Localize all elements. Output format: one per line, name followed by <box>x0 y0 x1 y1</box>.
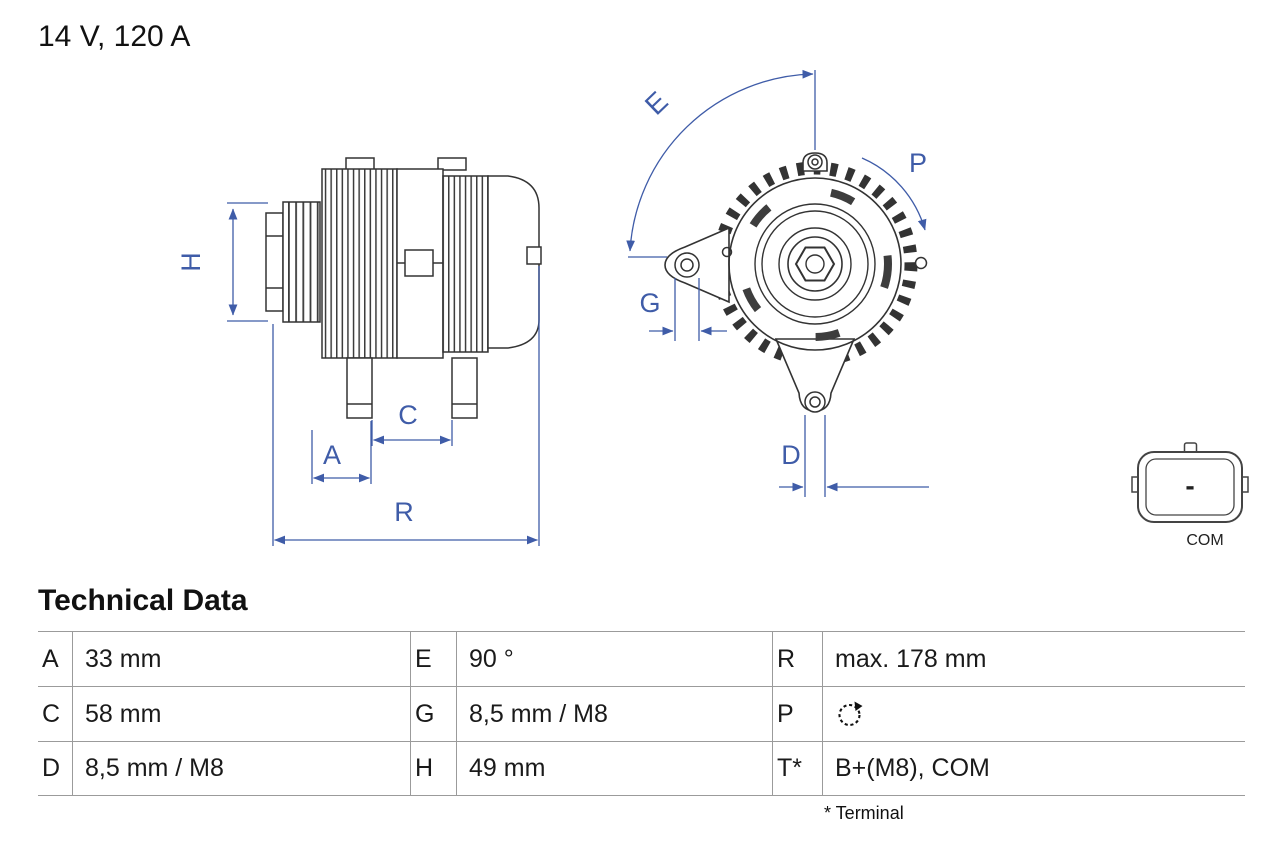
com-connector-icon: - COM <box>1131 442 1249 549</box>
dimension-label-p: P <box>909 148 927 178</box>
spec-value-a: 33 mm <box>72 631 410 686</box>
spec-value-h: 49 mm <box>456 741 772 796</box>
dimension-h: H <box>176 202 268 322</box>
dimension-label-c: C <box>398 400 418 430</box>
terminal-footnote: * Terminal <box>824 803 904 823</box>
spec-value-g: 8,5 mm / M8 <box>456 686 772 741</box>
dimension-label-g: G <box>639 288 660 318</box>
spec-key-r: R <box>772 631 822 686</box>
dimension-label-r: R <box>394 497 414 527</box>
spec-key-e: E <box>410 631 456 686</box>
dimension-p: P <box>861 148 927 231</box>
spec-key-p: P <box>772 686 822 741</box>
product-rating-title: 14 V, 120 A <box>38 20 191 53</box>
technical-data-title: Technical Data <box>38 584 248 617</box>
dimension-label-h: H <box>176 252 206 272</box>
spec-key-g: G <box>410 686 456 741</box>
spec-key-c: C <box>38 686 72 741</box>
dimension-d: D <box>779 415 929 497</box>
rotation-clockwise-icon <box>838 701 863 727</box>
spec-value-t: B+(M8), COM <box>822 741 1245 796</box>
dimension-label-e: E <box>639 86 674 121</box>
dimension-r: R <box>272 266 540 546</box>
spec-key-a: A <box>38 631 72 686</box>
spec-value-e: 90 ° <box>456 631 772 686</box>
alternator-front-view <box>664 152 928 413</box>
spec-key-h: H <box>410 741 456 796</box>
dimension-label-d: D <box>781 440 801 470</box>
dimension-a: A <box>311 421 372 484</box>
spec-value-c: 58 mm <box>72 686 410 741</box>
connector-pin-label: - <box>1185 470 1194 501</box>
dimension-annotations: H A C R <box>176 69 929 546</box>
connector-caption: COM <box>1186 532 1223 549</box>
alternator-side-view <box>265 157 542 419</box>
spec-key-d: D <box>38 741 72 796</box>
spec-value-r: max. 178 mm <box>822 631 1245 686</box>
spec-value-d: 8,5 mm / M8 <box>72 741 410 796</box>
technical-data-section: Technical Data A 33 mm E 90 ° R max. 178… <box>38 584 1245 824</box>
spec-value-p <box>822 686 1245 741</box>
dimension-label-a: A <box>323 440 341 470</box>
technical-data-table: A 33 mm E 90 ° R max. 178 mm C 58 mm G 8… <box>38 631 1245 796</box>
dimension-c: C <box>371 400 453 446</box>
spec-key-t: T* <box>772 741 822 796</box>
dimension-g: G <box>639 278 727 341</box>
